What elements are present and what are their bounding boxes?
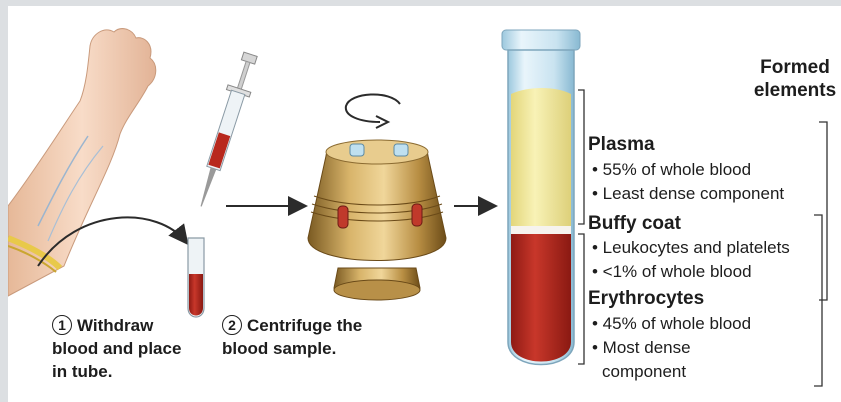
step-2-label: 2Centrifuge the blood sample. <box>222 314 362 360</box>
rotation-arrow-icon <box>346 94 400 128</box>
erythrocytes-bullet-2: • Most dense <box>592 338 691 358</box>
arm-icon <box>8 29 156 296</box>
erythrocytes-layer <box>511 234 571 362</box>
plasma-bullet-1: • 55% of whole blood <box>592 160 751 180</box>
erythrocytes-label: Erythrocytes <box>588 288 704 310</box>
step-1-label: 1Withdraw blood and place in tube. <box>52 314 181 383</box>
diagram-canvas: Formed elements Plasma • 55% of whole bl… <box>8 6 841 402</box>
syringe-icon <box>190 51 262 211</box>
step-number-badge: 2 <box>222 315 242 335</box>
erythrocytes-bullet-3: component <box>602 362 686 382</box>
step-number-badge: 1 <box>52 315 72 335</box>
buffy-coat-bullet-2: • <1% of whole blood <box>592 262 752 282</box>
centrifuge-icon <box>308 140 446 300</box>
test-tube-icon <box>502 30 580 365</box>
test-tube-icon <box>188 238 204 317</box>
buffy-coat-layer <box>511 226 571 234</box>
erythrocytes-bullet-1: • 45% of whole blood <box>592 314 751 334</box>
buffy-coat-label: Buffy coat <box>588 213 681 235</box>
buffy-coat-bullet-1: • Leukocytes and platelets <box>592 238 790 258</box>
plasma-layer <box>511 88 571 228</box>
plasma-label: Plasma <box>588 134 655 156</box>
plasma-bullet-2: • Least dense component <box>592 184 784 204</box>
formed-elements-title: Formed elements <box>747 56 841 102</box>
